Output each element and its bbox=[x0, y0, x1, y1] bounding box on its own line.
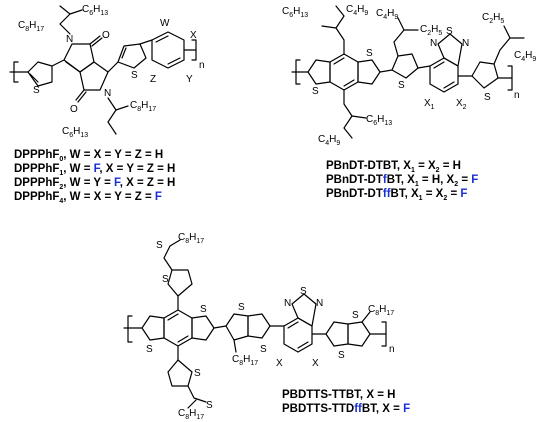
nitrogen-atom: N bbox=[66, 34, 73, 45]
thiophene-ring bbox=[27, 61, 53, 87]
sulfur-atom: S bbox=[238, 302, 245, 313]
substituent-W: W bbox=[160, 18, 170, 29]
substituent-X: X bbox=[276, 358, 283, 369]
alkyl-chain-label: C8H17 bbox=[178, 232, 204, 245]
sulfur-atom: S bbox=[366, 48, 373, 59]
substituent-X2: X2 bbox=[456, 98, 467, 111]
pbndt-labels: PBnDT-DTBT, X1 = X2 = H PBnDT-DTfBT, X1 … bbox=[326, 160, 478, 202]
alkyl-chain-label: C8H17 bbox=[18, 20, 44, 33]
substituent-X: X bbox=[190, 30, 197, 41]
sulfur-atom: S bbox=[398, 80, 405, 91]
nitrogen-atom: N bbox=[284, 298, 291, 309]
alkyl-chain-label: C6H13 bbox=[62, 126, 88, 139]
alkyl-chain-label: C4H9 bbox=[514, 50, 536, 63]
substituent-Z: Z bbox=[150, 74, 156, 85]
pbdtts-labels: PBDTTS-TTBT, X = H PBDTTS-TTDffBT, X = F bbox=[282, 389, 410, 415]
substituent-Y: Y bbox=[186, 74, 193, 85]
label-dppphf4: DPPPhF4, W = X = Y = Z = F bbox=[14, 191, 162, 205]
sulfur-atom: S bbox=[146, 344, 153, 355]
alkyl-chain-label: C4H9 bbox=[346, 4, 368, 17]
sulfur-atom: S bbox=[300, 286, 307, 297]
sulfur-atom: S bbox=[260, 344, 267, 355]
label-dppphf1: DPPPhF1, W = F, X = Y = Z = H bbox=[14, 163, 175, 177]
nitrogen-atom: N bbox=[430, 38, 437, 49]
benzene-ring bbox=[329, 53, 359, 91]
alkyl-chain-label: C6H13 bbox=[366, 114, 392, 127]
substituent-X: X bbox=[312, 358, 319, 369]
sulfur-atom: S bbox=[484, 92, 491, 103]
right-bracket bbox=[381, 321, 387, 347]
repeat-unit-n: n bbox=[389, 344, 395, 355]
nitrogen-atom: N bbox=[104, 88, 111, 99]
dpp-polymer-structure: S N N O O C8H17 C6H13 C8H17 C6H13 S W bbox=[9, 4, 205, 139]
alkyl-chain-label: C8H17 bbox=[130, 100, 156, 113]
alkyl-chain-label: C6H13 bbox=[282, 6, 308, 19]
label-dppphf0: DPPPhF0, W = X = Y = Z = H bbox=[14, 149, 163, 163]
alkyl-chain-label: C2H5 bbox=[482, 12, 504, 25]
sulfur-atom: S bbox=[156, 240, 163, 251]
sulfur-atom: S bbox=[338, 350, 345, 361]
alkyl-chain-label: C6H13 bbox=[82, 4, 108, 17]
dpp-labels: DPPPhF0, W = X = Y = Z = H DPPPhF1, W = … bbox=[14, 149, 175, 205]
alkyl-chain-label: C8H17 bbox=[178, 408, 204, 421]
dpp-ring-left bbox=[63, 43, 95, 73]
alkyl-chain-label: C4H9 bbox=[376, 8, 398, 21]
sulfur-atom: S bbox=[131, 70, 138, 81]
alkyl-chain-label: C8H17 bbox=[232, 354, 258, 367]
sulfur-atom: S bbox=[206, 400, 213, 411]
label-pbndt-dtfbt: PBnDT-DTfBT, X1 = H, X2 = F bbox=[326, 174, 478, 188]
oxygen-atom: O bbox=[70, 104, 78, 115]
label-pbdtts-ttdffbt: PBDTTS-TTDffBT, X = F bbox=[282, 403, 410, 415]
repeat-unit-n: n bbox=[199, 60, 205, 71]
right-bracket bbox=[507, 65, 513, 91]
alkyl-chain-label: C4H9 bbox=[318, 134, 340, 147]
oxygen-atom: O bbox=[102, 30, 110, 41]
substituent-X1: X1 bbox=[424, 98, 435, 111]
alkyl-chain-label: C8H17 bbox=[368, 304, 394, 317]
sulfur-atom: S bbox=[162, 274, 169, 285]
sulfur-atom: S bbox=[312, 86, 319, 97]
nitrogen-atom: N bbox=[462, 38, 469, 49]
sulfur-atom: S bbox=[194, 368, 201, 379]
sulfur-atom: S bbox=[33, 85, 40, 96]
sulfur-atom: S bbox=[352, 310, 359, 321]
repeat-unit-n: n bbox=[514, 90, 520, 101]
benzene-ring bbox=[163, 309, 193, 347]
label-dppphf2: DPPPhF2, W = Y = F, X = Z = H bbox=[14, 177, 175, 191]
label-pbdtts-ttbt: PBDTTS-TTBT, X = H bbox=[282, 389, 395, 401]
label-pbndt-dtbt: PBnDT-DTBT, X1 = X2 = H bbox=[326, 160, 461, 174]
phenyl-ring bbox=[151, 31, 185, 69]
dpp-ring-right bbox=[79, 61, 109, 91]
right-bracket bbox=[191, 39, 197, 61]
sulfur-atom: S bbox=[446, 26, 453, 37]
label-pbndt-dtffbt: PBnDT-DTffBT, X1 = X2 = F bbox=[326, 188, 467, 202]
sulfur-atom: S bbox=[200, 304, 207, 315]
left-bracket bbox=[127, 315, 133, 343]
alkyl-chain-label: C2H5 bbox=[420, 24, 442, 37]
nitrogen-atom: N bbox=[316, 298, 323, 309]
pbndt-polymer-structure: S S C6H13 C4H9 C4H9 C6H13 S C4H9 C2H5 N … bbox=[282, 4, 536, 147]
